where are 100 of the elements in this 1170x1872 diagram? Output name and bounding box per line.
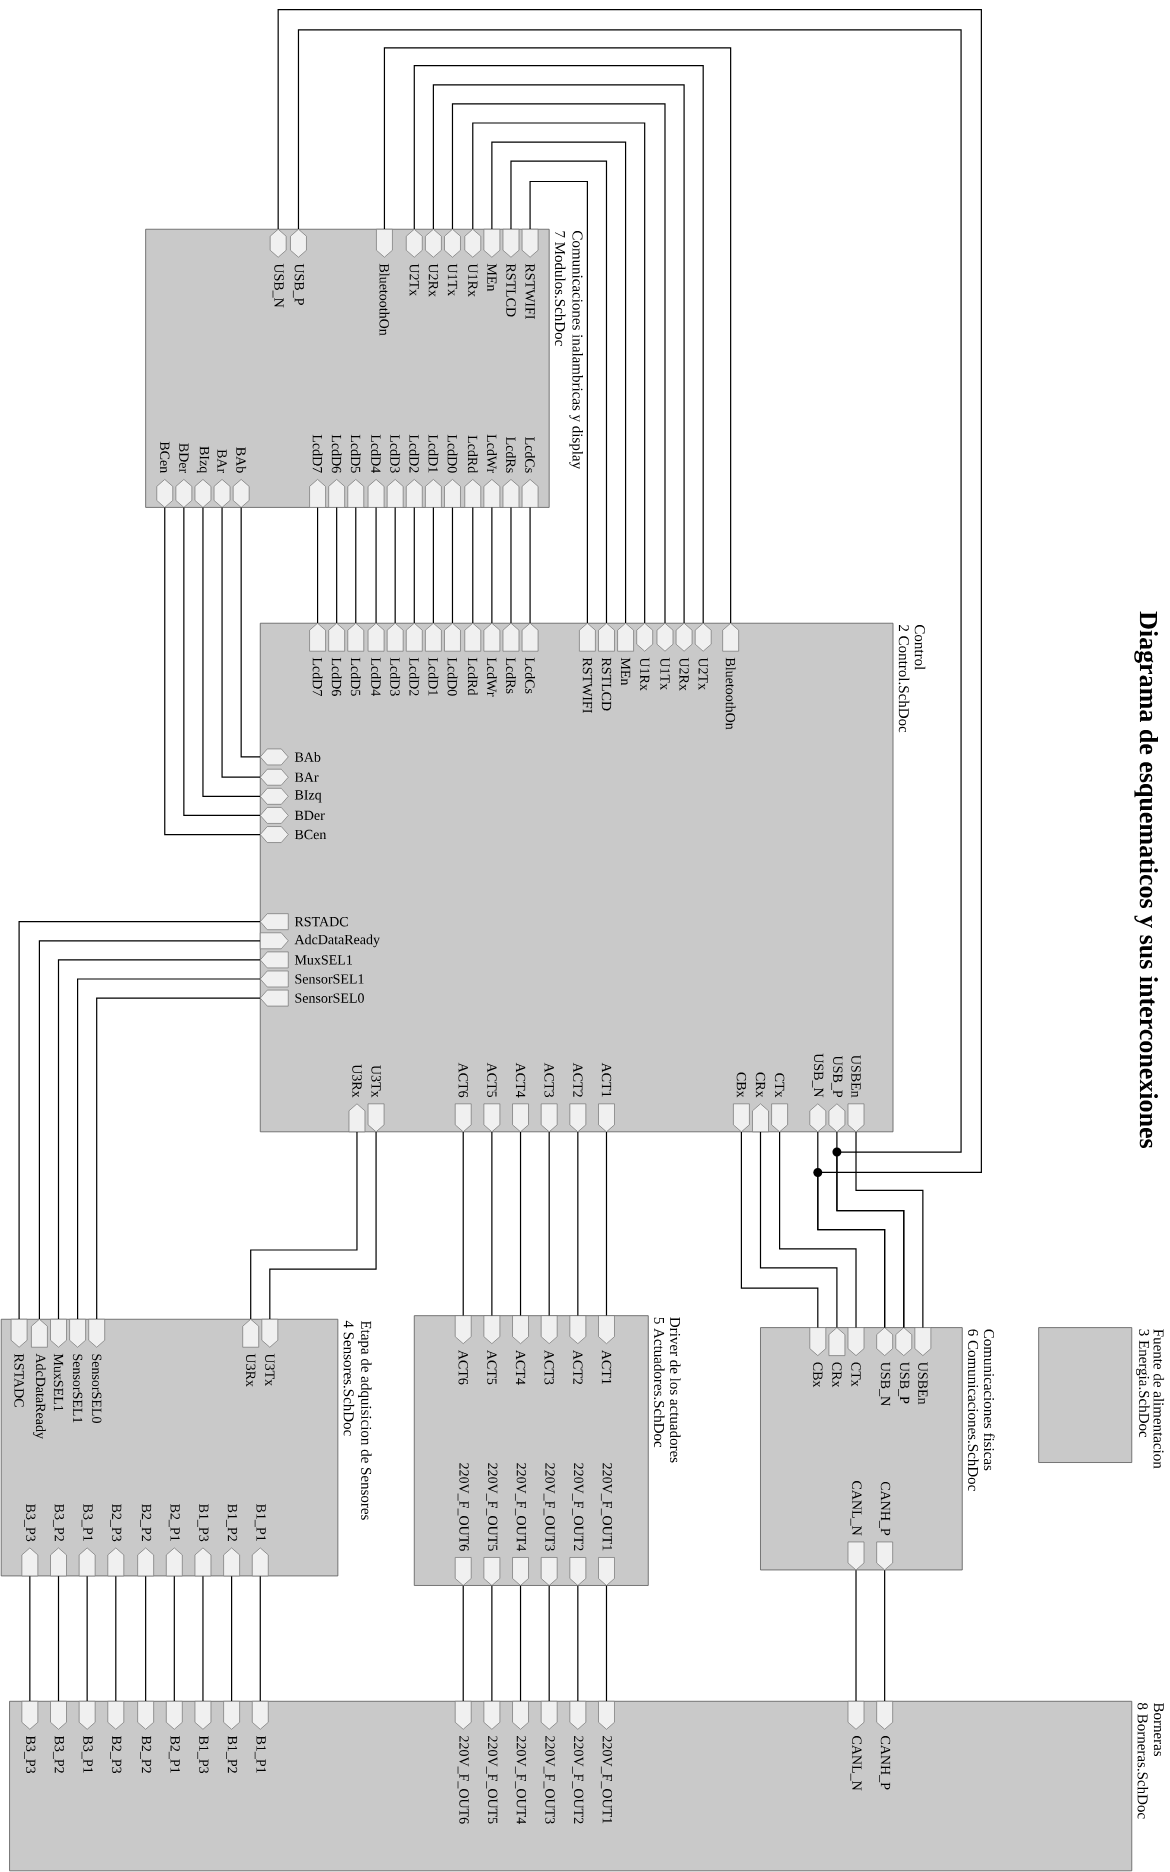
node-label: BDer bbox=[294, 810, 325, 821]
node-label: U2Rx bbox=[428, 263, 439, 297]
sheet-entry: LcdD1 bbox=[425, 434, 442, 508]
node-label: B2_P2 bbox=[140, 1504, 152, 1541]
sheet-entry: CBx bbox=[809, 1327, 827, 1388]
wire bbox=[231, 1575, 233, 1702]
node-label: LcdD0 bbox=[447, 657, 458, 696]
wire bbox=[510, 160, 608, 624]
node-label: LcdD3 bbox=[390, 434, 401, 473]
sheet-entry: U2Tx bbox=[405, 228, 423, 296]
wire bbox=[548, 1131, 550, 1317]
wire bbox=[605, 1585, 608, 1702]
sheet-entry: ACT1 bbox=[598, 1062, 615, 1133]
sheet-entry: ACT3 bbox=[540, 1315, 558, 1385]
sheet-entry: 220V_F_OUT5 bbox=[483, 1700, 501, 1824]
sheet-entry: B3_P1 bbox=[78, 1700, 96, 1773]
sheet-entry: U3Rx bbox=[348, 1064, 366, 1133]
sheet-entry: 220V_F_OUT5 bbox=[483, 1463, 501, 1586]
sheet-entry: 220V_F_OUT1 bbox=[598, 1463, 615, 1586]
node-label: B1_P1 bbox=[254, 1735, 266, 1773]
sheet-name: Control bbox=[914, 625, 926, 670]
node-label: U2Rx bbox=[679, 657, 689, 691]
sheet-name: Comunicaciones fisicas bbox=[983, 1329, 995, 1471]
node-label: B3_P2 bbox=[52, 1735, 65, 1773]
sheet-entry: LcdRs bbox=[502, 622, 520, 694]
sheet-entry: MEn bbox=[483, 228, 501, 292]
sheet-entry: U3Tx bbox=[261, 1318, 279, 1386]
node-label: LcdD2 bbox=[409, 434, 420, 473]
node-label: B2_P1 bbox=[168, 1504, 180, 1541]
node-label: 220V_F_OUT6 bbox=[457, 1736, 469, 1824]
sheet-entry: BAr bbox=[213, 449, 231, 508]
wire bbox=[605, 1131, 608, 1317]
sheet-entry: MEn bbox=[617, 622, 634, 686]
sheet-entry: SensorSEL0 bbox=[259, 989, 364, 1007]
sheet-entry: ACT3 bbox=[540, 1062, 558, 1133]
wire bbox=[202, 507, 261, 797]
wire bbox=[432, 507, 434, 624]
wire bbox=[529, 180, 588, 624]
node-label: U2Tx bbox=[698, 657, 708, 690]
sheet-entry: ACT6 bbox=[454, 1062, 472, 1133]
sheet-entry: 220V_F_OUT6 bbox=[454, 1700, 472, 1824]
wire bbox=[519, 1585, 522, 1702]
wire bbox=[529, 507, 531, 624]
node-label: USB_N bbox=[879, 1362, 891, 1406]
wire bbox=[173, 1575, 175, 1702]
sheet-entry: LcdD7 bbox=[309, 434, 326, 508]
sheet-entry: USB_N bbox=[269, 228, 287, 308]
wire bbox=[355, 507, 357, 624]
sheet-entry: B1_P3 bbox=[194, 1504, 212, 1577]
node-label: LcdD1 bbox=[428, 657, 439, 696]
wire bbox=[269, 1131, 377, 1320]
wire bbox=[779, 1131, 857, 1328]
wire bbox=[29, 1575, 31, 1702]
node-label: 220V_F_OUT4 bbox=[514, 1463, 527, 1552]
file-name: 8 Borneras.SchDoc bbox=[1137, 1703, 1149, 1819]
node-label: 220V_F_OUT3 bbox=[543, 1736, 555, 1824]
wire bbox=[855, 1131, 924, 1328]
sheet-entry: 220V_F_OUT3 bbox=[540, 1700, 558, 1824]
node-label: LcdCs bbox=[525, 437, 536, 473]
sheet-entry: RSTADC bbox=[10, 1318, 28, 1407]
node-label: B3_P3 bbox=[24, 1504, 36, 1542]
sheet-entry: LcdD6 bbox=[328, 434, 346, 508]
node-label: ACT6 bbox=[458, 1062, 468, 1098]
sheet-entry: USB_P bbox=[895, 1327, 913, 1404]
node-label: U2Tx bbox=[409, 263, 419, 296]
node-label: ACT5 bbox=[487, 1062, 497, 1098]
node-label: SensorSEL1 bbox=[72, 1354, 83, 1423]
wire bbox=[577, 1131, 579, 1317]
sheet-entry: USB_P bbox=[290, 228, 307, 305]
node-label: LcdD6 bbox=[331, 657, 342, 696]
sheet-entry: ACT6 bbox=[454, 1315, 472, 1385]
sheet-entry: B1_P1 bbox=[251, 1504, 269, 1577]
node-label: CANL_N bbox=[850, 1736, 862, 1791]
wire bbox=[115, 1575, 117, 1702]
wire bbox=[383, 47, 732, 624]
node-label: RSTADC bbox=[14, 1353, 24, 1407]
wire bbox=[462, 1131, 464, 1317]
sheet-entry: CANL_N bbox=[847, 1481, 865, 1571]
sheet-entry: SensorSEL1 bbox=[259, 970, 364, 988]
sheet-entry: ACT4 bbox=[512, 1062, 529, 1133]
sheet-entry: B1_P3 bbox=[194, 1700, 212, 1774]
node-label: B2_P2 bbox=[140, 1735, 152, 1773]
sheet-entry: U2Tx bbox=[694, 622, 712, 690]
sheet-entry: CTx bbox=[771, 1073, 788, 1133]
node-label: LcdD4 bbox=[371, 657, 381, 697]
sheet-entry: LcdCs bbox=[521, 437, 539, 508]
wire bbox=[413, 507, 415, 624]
sheet-entry: SensorSEL0 bbox=[88, 1318, 106, 1423]
sheet-entry: BIzq bbox=[194, 446, 212, 508]
sheet-entry: B3_P1 bbox=[78, 1504, 96, 1577]
node-label: 220V_F_OUT2 bbox=[572, 1736, 584, 1824]
node-label: LcdCs bbox=[525, 657, 536, 694]
sheet-entry: ACT5 bbox=[483, 1062, 501, 1133]
node-label: BCen bbox=[160, 441, 170, 474]
node-label: 220V_F_OUT1 bbox=[600, 1463, 613, 1551]
wire bbox=[259, 1575, 261, 1702]
sheet-entry: B3_P3 bbox=[21, 1700, 39, 1774]
sheet-entry: U3Tx bbox=[367, 1065, 385, 1133]
sheet-name: Comunicaciones inalambricas y display bbox=[569, 231, 583, 470]
title: Diagrama de esquematicos y sus interconexiones bbox=[1134, 611, 1158, 1149]
